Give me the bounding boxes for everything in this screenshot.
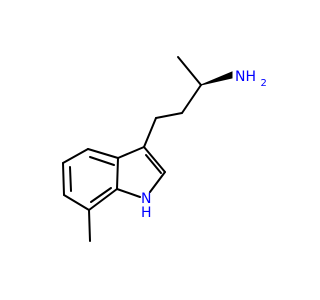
bond-c6-c7	[63, 194, 90, 211]
bond-c3-c2-inner	[145, 154, 162, 174]
amine-nh-text: NH	[235, 69, 256, 85]
bond-c5-c6-inner	[69, 166, 72, 192]
bond-c7-methyl	[88, 209, 91, 242]
bond-c2-n1	[149, 171, 166, 193]
indole-h-label: H	[141, 205, 152, 221]
bond-n1-c7a	[116, 188, 141, 198]
bond-methyl-chiral	[177, 56, 202, 86]
bond-c4-c5	[62, 148, 89, 164]
bond-ch2-c3	[143, 117, 157, 148]
bond-c5-c6	[62, 162, 65, 196]
molecule-drawing: NH 2 N H	[62, 56, 267, 242]
structure-canvas: NH 2 N H	[62, 56, 267, 242]
bond-c7-c7a	[88, 188, 118, 211]
bond-layer	[62, 56, 202, 242]
bond-c3a-c3	[117, 146, 145, 159]
wedge-bond-amine	[200, 71, 233, 86]
bond-chiral-ch2	[181, 84, 202, 114]
bond-c7-c7a-inner	[90, 187, 112, 203]
bond-ch2-ch2	[155, 112, 183, 119]
bond-c3-c2	[143, 146, 166, 173]
amine-subscript: 2	[260, 78, 266, 89]
bond-c3a-c4	[87, 148, 119, 159]
indole-n-label: N	[141, 191, 151, 207]
amine-label: NH 2	[235, 69, 267, 89]
bond-c3a-c4-inner	[89, 156, 115, 166]
bond-c7a-c3a	[116, 157, 119, 190]
